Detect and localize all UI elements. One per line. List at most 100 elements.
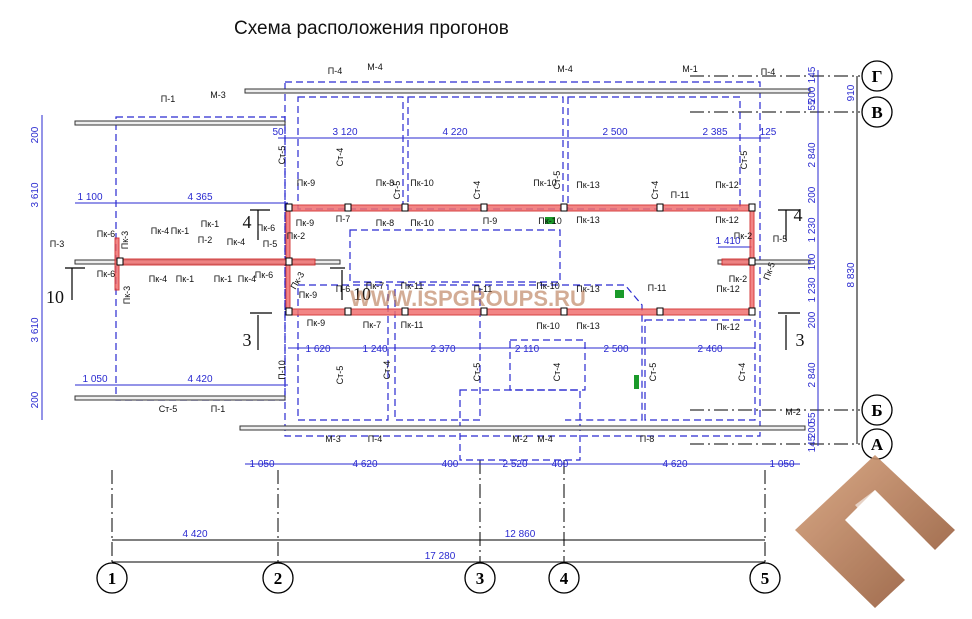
element-mark: Ст-5 — [552, 171, 562, 190]
element-mark: Пк-6 — [97, 229, 115, 239]
section-mark: 3 — [796, 330, 805, 350]
element-mark: Пк-7 — [363, 320, 381, 330]
dimension-label: 400 — [442, 459, 459, 470]
dimension-label: 2 840 — [807, 142, 818, 167]
element-mark: Ст-4 — [650, 181, 660, 200]
element-mark: П-1 — [161, 94, 175, 104]
dimension-label: 4 620 — [662, 459, 687, 470]
element-mark: Пк-4 — [151, 226, 169, 236]
element-mark: Пк-2 — [729, 274, 747, 284]
dimension-label: 12 860 — [505, 529, 536, 540]
dimension-label: 200 — [30, 126, 41, 143]
dimension-label: 1 410 — [715, 236, 740, 247]
element-mark: Пк-4 — [238, 274, 256, 284]
dimension-label: 145 — [807, 66, 818, 83]
dimension-label: 1 240 — [362, 344, 387, 355]
element-mark: М-1 — [682, 64, 698, 74]
element-mark: Ст-4 — [382, 361, 392, 380]
element-mark: Пк-9 — [297, 178, 315, 188]
section-mark: 4 — [243, 212, 252, 232]
axis-label-horizontal: А — [871, 435, 884, 454]
element-mark: Пк-12 — [716, 284, 739, 294]
element-mark: П-9 — [483, 216, 497, 226]
element-mark: Ст-4 — [737, 363, 747, 382]
dimension-label: 1 050 — [249, 459, 274, 470]
axis-bubbles — [96, 60, 893, 594]
element-mark: М-3 — [325, 434, 341, 444]
axis-label-vertical: 2 — [274, 569, 283, 588]
element-mark: Ст-5 — [159, 404, 178, 414]
dimension-label: 2 500 — [603, 344, 628, 355]
element-mark: П-4 — [328, 66, 342, 76]
element-mark: Пк-11 — [401, 320, 424, 330]
column-nodes — [116, 203, 756, 316]
dimension-label: 50 — [272, 127, 284, 138]
watermark: WWW.ISPGROUPS.RU — [350, 286, 586, 311]
element-mark: П-4 — [761, 67, 775, 77]
element-mark: Пк-3 — [122, 286, 132, 304]
dimension-label: 1 050 — [769, 459, 794, 470]
dimension-label: 200 — [807, 311, 818, 328]
dimension-label: 1 230 — [807, 277, 818, 302]
element-mark: Пк-6 — [257, 223, 275, 233]
element-mark: Пк-3 — [288, 270, 306, 291]
dimension-label: 2 385 — [702, 127, 727, 138]
element-mark: П-8 — [640, 434, 654, 444]
element-mark: Ст-5 — [739, 151, 749, 170]
element-mark: Пк-10 — [533, 178, 556, 188]
element-mark: Ст-5 — [648, 363, 658, 382]
element-mark: Пк-9 — [299, 290, 317, 300]
element-mark: М-2 — [785, 407, 801, 417]
dimension-label: 145 — [807, 435, 818, 452]
dimension-label: 100 — [807, 253, 818, 270]
element-mark: Пк-2 — [287, 231, 305, 241]
axis-label-horizontal: Б — [871, 401, 882, 420]
axis-label-horizontal: Г — [872, 67, 883, 86]
drawing-title: Схема расположения прогонов — [234, 18, 509, 39]
element-mark: Пк-12 — [715, 180, 738, 190]
element-mark: М-4 — [367, 62, 383, 72]
green-markers — [545, 217, 639, 389]
element-mark: Ст-5 — [472, 363, 482, 382]
element-mark: Пк-10 — [410, 178, 433, 188]
dimension-label: 17 280 — [425, 551, 456, 562]
dimension-label: 4 220 — [442, 127, 467, 138]
element-mark: П-5 — [263, 239, 277, 249]
element-mark: М-4 — [537, 434, 553, 444]
dimension-label: 400 — [552, 459, 569, 470]
dimension-label: 2 840 — [807, 362, 818, 387]
axis-label-vertical: 3 — [476, 569, 485, 588]
company-logo — [795, 455, 955, 608]
dimension-label: 55 — [807, 99, 818, 111]
element-mark: Пк-13 — [576, 180, 599, 190]
axis-label-vertical: 5 — [761, 569, 770, 588]
dimension-label: 2 520 — [502, 459, 527, 470]
dimension-label: 910 — [846, 84, 857, 101]
dimension-label: 1 050 — [82, 374, 107, 385]
section-mark: 4 — [794, 205, 803, 225]
dimension-label: 4 365 — [187, 192, 212, 203]
axis-label-horizontal: В — [871, 103, 882, 122]
element-mark: Ст-5 — [392, 181, 402, 200]
element-mark: Пк-13 — [576, 321, 599, 331]
dimension-label: 200 — [30, 391, 41, 408]
axis-label-vertical: 4 — [560, 569, 569, 588]
element-mark: Ст-5 — [335, 366, 345, 385]
element-mark: Пк-9 — [296, 218, 314, 228]
element-mark: М-4 — [557, 64, 573, 74]
dimension-label: 2 110 — [515, 344, 540, 355]
element-mark: М-3 — [210, 90, 226, 100]
element-mark: М-2 — [512, 434, 528, 444]
element-mark: П-1 — [211, 404, 225, 414]
dimension-label: 2 460 — [697, 344, 722, 355]
dimension-label: 4 420 — [182, 529, 207, 540]
overall-dimension-lines — [112, 76, 858, 563]
dimension-label: 3 610 — [30, 317, 41, 342]
element-mark: Пк-9 — [307, 318, 325, 328]
dimension-lines — [41, 70, 819, 465]
dimension-label: 2 370 — [430, 344, 455, 355]
element-mark: Пк-6 — [97, 269, 115, 279]
element-mark: Ст-5 — [277, 146, 287, 165]
dimension-label: 200 — [807, 86, 818, 103]
